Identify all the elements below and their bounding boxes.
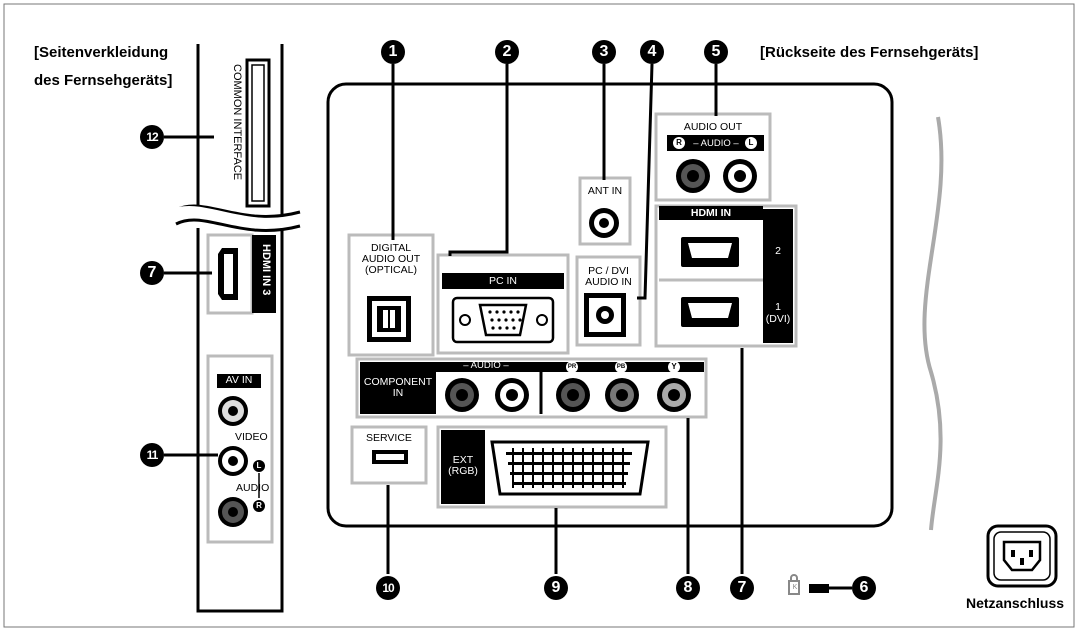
audio-r-badge: R [253, 500, 265, 512]
service-label: SERVICE [366, 432, 412, 444]
pb-badge: PB [615, 361, 627, 373]
common-interface-slot [245, 58, 271, 208]
kensington-label: K [792, 584, 798, 591]
audio-out-label: AUDIO OUT [683, 121, 743, 133]
power-connector [986, 524, 1058, 588]
y-badge: Y [668, 361, 680, 373]
av-in-label-bg [217, 374, 261, 388]
ext-label-1: EXT [452, 454, 474, 466]
callout-4: 4 [640, 40, 664, 64]
hdmi-in-label: HDMI IN [690, 207, 732, 219]
hdmi-2-label: 2 [775, 245, 781, 257]
component-label-2: IN [392, 387, 404, 399]
digital-audio-label-3: (OPTICAL) [365, 264, 417, 276]
callout-10: 10 [376, 576, 400, 600]
audio-out-label-bg [667, 135, 764, 151]
kensington-slot [788, 580, 800, 595]
av-jacks [218, 396, 248, 527]
callout-9: 9 [544, 576, 568, 600]
callout-12: 12 [140, 125, 164, 149]
digital-audio-label-2: AUDIO OUT [361, 253, 421, 265]
callout-2: 2 [495, 40, 519, 64]
side-heading-1: [Seitenverkleidung [34, 44, 169, 61]
audio-out-l-badge: L [745, 137, 757, 149]
side-leaders [164, 135, 218, 457]
common-interface-label: COMMON INTERFACE [231, 64, 243, 181]
callout-11: 11 [140, 443, 164, 467]
callout-7-side: 7 [140, 261, 164, 285]
callout-5: 5 [704, 40, 728, 64]
pc-in-label: PC IN [488, 275, 517, 287]
side-panel-break-gap [168, 206, 307, 227]
callout-3: 3 [592, 40, 616, 64]
pc-dvi-label-2: AUDIO IN [585, 276, 632, 288]
hdmi3-label-bg [252, 235, 276, 313]
component-jacks [445, 378, 691, 412]
pc-dvi-label-1: PC / DVI [588, 265, 629, 277]
hdmi3-label: HDMI IN 3 [260, 244, 272, 296]
vga-port [478, 303, 528, 337]
audio-l-badge: L [253, 460, 265, 472]
component-audio-label: – AUDIO – [463, 360, 509, 371]
callout-6: 6 [852, 576, 876, 600]
power-label: Netzanschluss [966, 595, 1065, 611]
rear-panel-break [922, 116, 944, 531]
ext-label-2: (RGB) [448, 465, 478, 477]
rear-panel-outline [326, 82, 894, 528]
hdmi-dvi-label: (DVI) [765, 313, 791, 325]
side-panel [196, 44, 284, 613]
callout-8: 8 [676, 576, 700, 600]
pr-badge: PR [566, 361, 578, 373]
side-heading-2: des Fernsehgeräts] [34, 72, 173, 89]
audio-label: AUDIO [236, 482, 270, 494]
component-label-1: COMPONENT [363, 376, 433, 388]
scart-port [490, 440, 650, 496]
callout-1: 1 [381, 40, 405, 64]
outer-frame [3, 3, 1075, 628]
audio-out-r-badge: R [673, 137, 685, 149]
rear-leaders [386, 63, 852, 590]
service-frame [350, 425, 428, 485]
callout-7-rear: 7 [730, 576, 754, 600]
digital-audio-label-1: DIGITAL [370, 242, 412, 254]
pc-in-label-bg [442, 273, 564, 289]
side-panel-outline [196, 44, 284, 613]
av-in-label: AV IN [225, 374, 253, 386]
video-label: VIDEO [235, 431, 268, 443]
hdmi-in-label-bg [659, 206, 763, 220]
hdmi-1-label: 1 [775, 301, 781, 313]
rear-heading: [Rückseite des Fernsehgeräts] [760, 44, 979, 61]
audio-out-rl-label: – AUDIO – [693, 138, 739, 149]
pc-in-frame [436, 253, 570, 355]
ant-in-label: ANT IN [587, 185, 623, 197]
